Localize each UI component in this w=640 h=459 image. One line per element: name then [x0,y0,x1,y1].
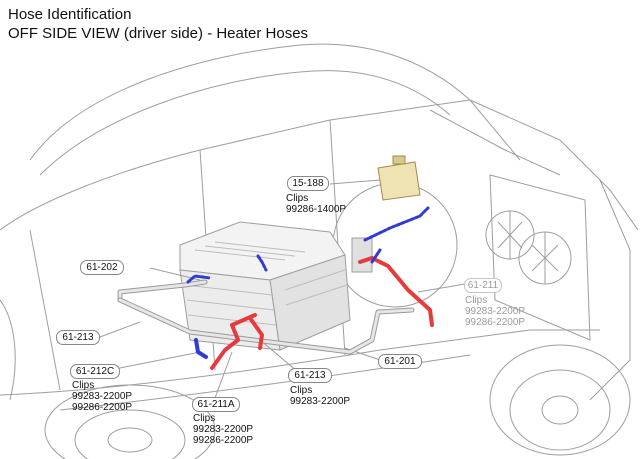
leader-61-211 [417,283,466,293]
callout-tag-61-202: 61-202 [80,260,124,275]
callout-tag-61-213-mid: 61-213 [288,368,332,383]
supply-hose-61-211a [210,313,257,370]
rear-wheel-arch [44,384,216,459]
clip-part-number: 99283-2200P [465,306,526,317]
clips-label: Clips [193,413,216,424]
coolant-reservoir [377,161,421,201]
return-hose-61-202 [186,274,212,284]
engine-block-grid [184,241,348,326]
supply-hose-heater [358,256,374,264]
body-lower-edge [0,329,600,396]
clip-part-number: 99286-2200P [193,435,254,446]
leader-61-211a [214,351,233,399]
diagram-subtitle: OFF SIDE VIEW (driver side) - Heater Hos… [8,25,309,42]
clips-label: Clips [465,295,488,306]
clip-part-number: 99286-1400P [286,204,347,215]
callout-61-213-mid-clips: Clips 99283-2200P [290,385,350,407]
callout-61-211a-clips: Clips 99283-2200P 99286-2200P [193,413,253,446]
rigid-pipe-lower-core [118,298,414,354]
callout-tag-61-201: 61-201 [378,354,422,369]
leader-61-213-mid [259,339,299,373]
clips-label: Clips [290,385,313,396]
supply-hose-61-213 [248,316,264,350]
callout-tag-61-213-left: 61-213 [56,330,100,345]
callout-tag-61-211a: 61-211A [192,397,240,412]
supply-hose-61-211 [370,256,434,327]
roof-inner-line [39,70,451,176]
diagram-title: Hose Identification [8,6,132,23]
front-wheel-arch [489,344,631,456]
clips-label: Clips [72,380,95,391]
callout-61-211-clips: Clips 99283-2200P 99286-2200P [465,295,525,328]
reservoir-cap [392,155,406,165]
clip-part-number: 99283-2200P [193,424,254,435]
rear-wheel-hub [107,427,153,453]
clips-label: Clips [286,193,309,204]
front-wheel-hub [541,395,579,425]
return-hose-heater [370,248,382,264]
fan-blades-right [531,232,559,284]
return-hose-15-188 [363,206,430,242]
fan-blades-left [497,211,523,259]
rear-door-line [29,229,61,391]
leader-61-213-left [99,321,141,338]
engine-block-front [269,254,351,351]
callout-61-212c-clips: Clips 99283-2200P 99286-2200P [72,380,132,413]
roof-line [29,43,521,161]
rear-bumper [0,299,16,401]
front-wheel [509,369,611,451]
callout-tag-61-211: 61-211 [464,278,502,293]
callout-15-188-clips: Clips 99286-1400P [286,193,346,215]
clip-part-number: 99286-2200P [465,317,526,328]
clip-part-number: 99283-2200P [290,396,351,407]
leader-61-212c [109,351,201,371]
leader-15-188 [329,179,381,185]
clip-part-number: 99286-2200P [72,402,133,413]
clip-part-number: 99283-2200P [72,391,133,402]
front-fascia [589,179,631,401]
hood-line [469,99,639,231]
return-hose-engine [256,254,268,272]
rigid-pipe-61-202-core [118,280,207,302]
return-hose-61-212c [194,338,208,359]
callout-tag-15-188: 15-188 [287,176,329,191]
radiator-frame [489,174,591,341]
callout-tag-61-212c: 61-212C [70,364,120,379]
windshield-line [429,109,561,176]
body-top-edge [0,99,471,231]
heater-core-box [351,237,373,273]
rear-wheel [74,409,186,459]
